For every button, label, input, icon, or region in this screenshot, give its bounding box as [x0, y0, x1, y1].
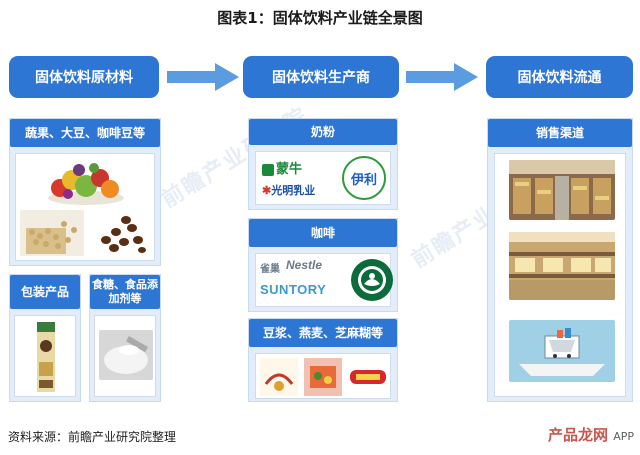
stage-downstream: 固体饮料流通	[486, 56, 633, 98]
product-package-icon	[304, 358, 342, 396]
brand-logo-icon	[348, 358, 388, 396]
grains-panel: 豆浆、燕麦、芝麻糊等	[248, 318, 398, 402]
watermark-text: 产品龙网	[547, 426, 608, 444]
shopping-mall-image	[509, 232, 615, 300]
packaging-image-box	[14, 315, 76, 397]
fruits-label: 蔬果、大豆、咖啡豆等	[10, 119, 160, 147]
flow-arrow-icon	[167, 63, 239, 91]
yili-logo-icon: 伊利	[342, 156, 386, 200]
grains-label: 豆浆、燕麦、芝麻糊等	[249, 319, 397, 347]
milk-powder-panel: 奶粉 蒙牛 ✱光明乳业 伊利	[248, 118, 398, 210]
supermarket-image	[509, 160, 615, 220]
page-title: 图表1：固体饮料产业链全景图	[217, 9, 423, 27]
sales-channel-label: 销售渠道	[488, 119, 632, 147]
milk-powder-label: 奶粉	[249, 119, 397, 145]
upstream-packaging-panel: 包装产品	[9, 274, 81, 402]
stage-midstream: 固体饮料生产商	[243, 56, 399, 98]
upstream-additives-panel: 食糖、食品添加剂等	[89, 274, 161, 402]
source-note: 资料来源：前瞻产业研究院整理	[8, 430, 177, 444]
watermark-suffix: APP	[613, 430, 634, 443]
watermark-logo: 产品龙网 APP	[548, 424, 634, 445]
grains-brands-box	[255, 353, 391, 399]
packaging-label: 包装产品	[10, 275, 80, 309]
upstream-raw-panel: 蔬果、大豆、咖啡豆等	[9, 118, 161, 266]
milk-brands-box: 蒙牛 ✱光明乳业 伊利	[255, 151, 391, 205]
nestle-brand: Nestle	[286, 258, 323, 272]
additives-label: 食糖、食品添加剂等	[90, 275, 160, 309]
fruits-vegetables-image	[48, 163, 124, 205]
bright-dairy-brand: 光明乳业	[271, 185, 316, 197]
stage-upstream: 固体饮料原材料	[9, 56, 159, 98]
brand-logo-icon	[260, 358, 298, 396]
coffee-label: 咖啡	[249, 219, 397, 247]
coffee-beans-image	[94, 210, 152, 256]
nestle-cn-brand: 雀巢	[260, 264, 280, 275]
sugar-image	[99, 330, 153, 380]
yili-brand: 伊利	[350, 172, 377, 188]
online-shopping-image	[509, 320, 615, 382]
sales-channel-panel: 销售渠道	[487, 118, 633, 402]
coffee-panel: 咖啡 雀巢 Nestle SUNTORY	[248, 218, 398, 312]
suntory-brand: SUNTORY	[260, 282, 327, 297]
packaging-stick-image	[37, 322, 55, 392]
raw-materials-image-box	[15, 153, 155, 261]
mengniu-logo-icon: 蒙牛	[262, 158, 302, 177]
soybeans-image	[20, 210, 84, 256]
bright-dairy-logo-icon: ✱光明乳业	[262, 185, 316, 197]
starbucks-logo-icon	[351, 259, 393, 301]
flow-arrow-icon	[406, 63, 478, 91]
sugar-image-box	[94, 315, 156, 397]
sales-images-box	[494, 153, 626, 397]
mengniu-brand: 蒙牛	[276, 161, 303, 176]
coffee-brands-box: 雀巢 Nestle SUNTORY	[255, 253, 393, 307]
